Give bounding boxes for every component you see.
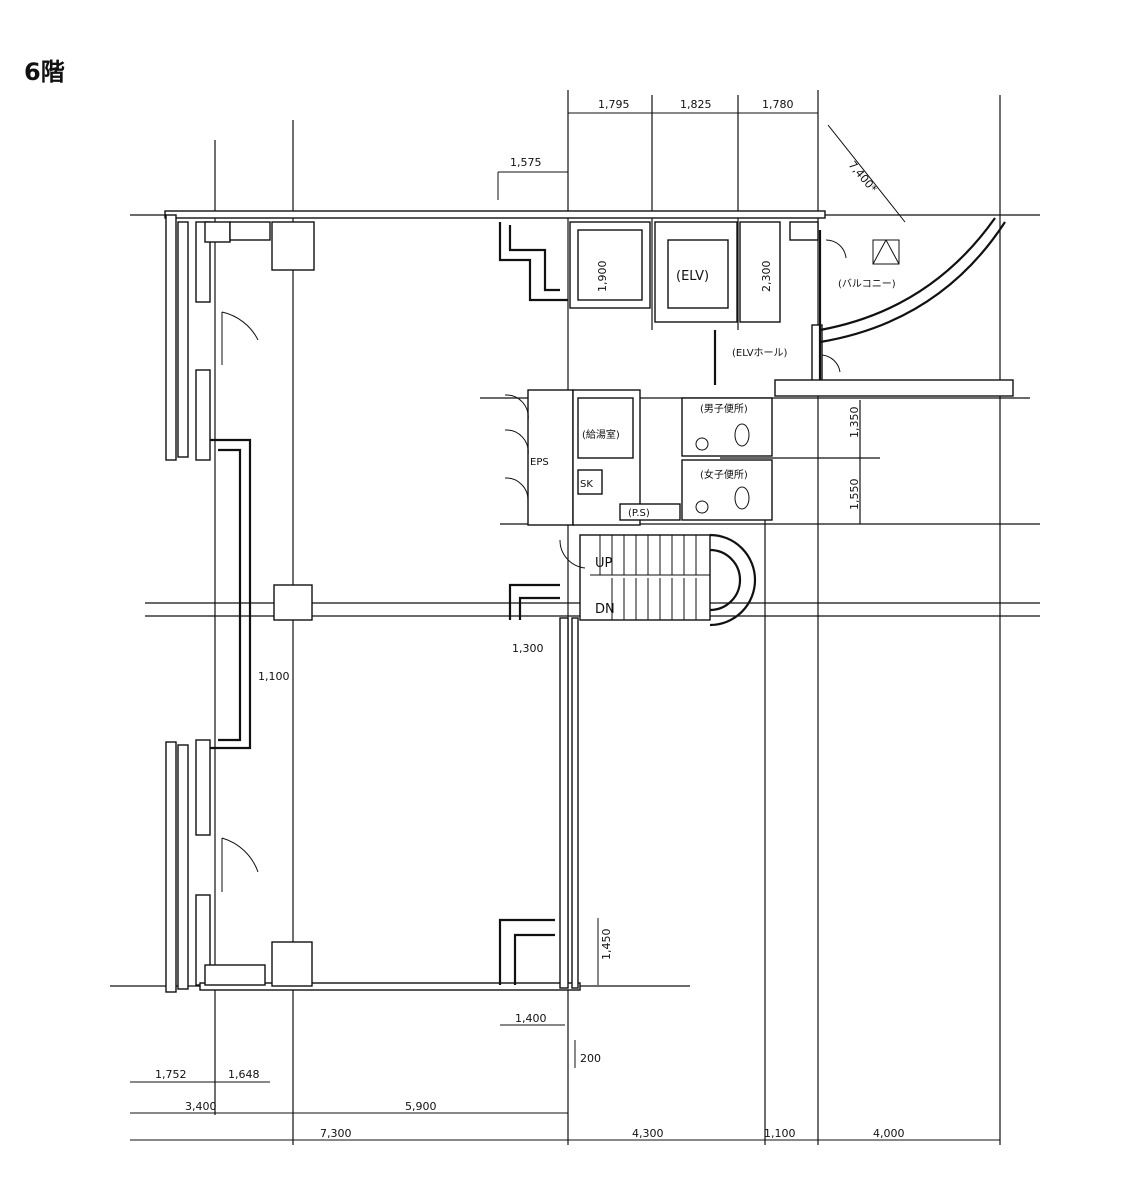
- dim-bottom2-a: 3,400: [185, 1100, 217, 1113]
- mens-wc-label: (男子便所): [700, 402, 748, 415]
- dim-diagonal: 7,400*: [846, 159, 880, 196]
- dim-wc-h2: 1,550: [848, 479, 861, 511]
- staircase: UP DN: [559, 533, 757, 627]
- dim-notch-top: 1,300: [512, 642, 544, 655]
- dim-corridor: 1,100: [258, 670, 290, 683]
- dim-notch-bottom-h: 1,400: [515, 1012, 547, 1025]
- kyutou-label: (給湯室): [582, 428, 620, 441]
- top-dimension-chain: 1,795 1,825 1,780 1,575 7,400*: [497, 98, 906, 223]
- dim-bottom2-b: 5,900: [405, 1100, 437, 1113]
- ps-label: (P.S): [628, 508, 650, 519]
- elv-hall-label: (ELVホール): [732, 347, 788, 359]
- floor-title: 6階: [24, 58, 65, 86]
- dim-bottom1-a: 1,752: [155, 1068, 187, 1081]
- dim-bottom3-d: 4,000: [873, 1127, 905, 1140]
- misc-dimensions: 1,300 1,100 1,450 1,400 200: [258, 642, 613, 1068]
- stair-up-label: UP: [595, 556, 613, 571]
- outer-walls: [164, 210, 826, 993]
- dim-top-3: 1,780: [762, 98, 794, 111]
- dim-bottom3-c: 1,100: [764, 1127, 796, 1140]
- sk-label: SK: [580, 479, 593, 490]
- dim-top-2: 1,825: [680, 98, 712, 111]
- upper-core: (ELV) 1,900 2,300 (ELVホール): [498, 221, 841, 386]
- dim-stair-offset: 1,575: [510, 156, 542, 169]
- dim-elv-width: 1,900: [596, 261, 609, 293]
- elevator-label: (ELV): [676, 269, 709, 284]
- dim-bottom3-a: 7,300: [320, 1127, 352, 1140]
- dim-bottom3-b: 4,300: [632, 1127, 664, 1140]
- dim-wc-h1: 1,350: [848, 407, 861, 439]
- womens-wc-label: (女子便所): [700, 468, 748, 481]
- balcony-label: (バルコニー): [838, 278, 896, 290]
- dim-notch-bottom-v: 1,450: [600, 929, 613, 961]
- dim-elv-depth: 2,300: [760, 261, 773, 293]
- service-core: EPS (給湯室) SK (P.S) (男子便所) (女子便所) 1,350 1…: [504, 389, 861, 526]
- dim-bottom1-b: 1,648: [228, 1068, 260, 1081]
- bottom-dimension-chains: 1,752 1,648 3,400 5,900 7,300 4,300 1,10…: [130, 1068, 1000, 1141]
- eps-label: EPS: [530, 457, 549, 468]
- left-doors: [221, 311, 259, 892]
- dim-top-1: 1,795: [598, 98, 630, 111]
- dim-small-offset: 200: [580, 1052, 601, 1065]
- stair-dn-label: DN: [595, 602, 615, 617]
- balcony: (バルコニー): [774, 217, 1014, 397]
